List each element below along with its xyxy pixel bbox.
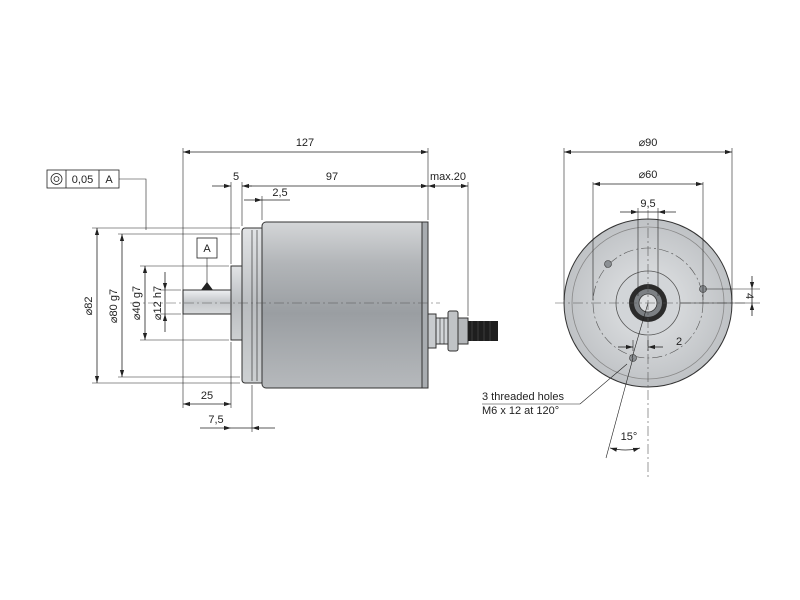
dim-dia-80: ⌀80 g7 [108,289,120,323]
dim-spigot-7-5: 7,5 [208,414,223,426]
flange [241,227,265,384]
dim-max-20: max.20 [430,171,466,183]
dim-dia-12: ⌀12 h7 [152,286,164,320]
front-view: ⌀90 ⌀60 9,5 4 2 15° 3 threaded holes M6 … [482,137,760,480]
side-view: 127 5 97 max.20 2,5 25 7,5 ⌀82 [46,137,498,432]
dim-dia-90: ⌀90 [639,137,658,149]
tolerance-value: 0,05 [72,174,93,186]
tolerance-datum: A [105,174,113,186]
dim-offset-4: 4 [743,293,755,299]
cable [468,321,498,341]
dim-dia-82: ⌀82 [83,297,95,316]
threaded-hole [604,260,612,268]
threaded-holes-note-line-1: 3 threaded holes [482,391,564,403]
dim-dia-60: ⌀60 [639,169,658,181]
dim-dia-40: ⌀40 g7 [131,286,143,320]
shaft [182,289,234,315]
tolerance-frame: 0,05 A [46,169,147,230]
housing [261,221,429,389]
dim-length-127: 127 [296,137,314,149]
dim-offset-2: 2 [676,336,682,348]
cable-gland [427,310,469,352]
dim-angle-15: 15° [621,431,638,443]
dim-width-9-5: 9,5 [640,198,655,210]
datum-a: A [196,237,218,290]
concentricity-symbol [50,173,63,185]
dim-flange-5: 5 [233,171,239,183]
dim-step-2-5: 2,5 [272,187,287,199]
dim-housing-97: 97 [326,171,338,183]
threaded-holes-note-line-2: M6 x 12 at 120° [482,405,559,417]
datum-label: A [203,243,211,255]
dim-shaft-25: 25 [201,390,213,402]
